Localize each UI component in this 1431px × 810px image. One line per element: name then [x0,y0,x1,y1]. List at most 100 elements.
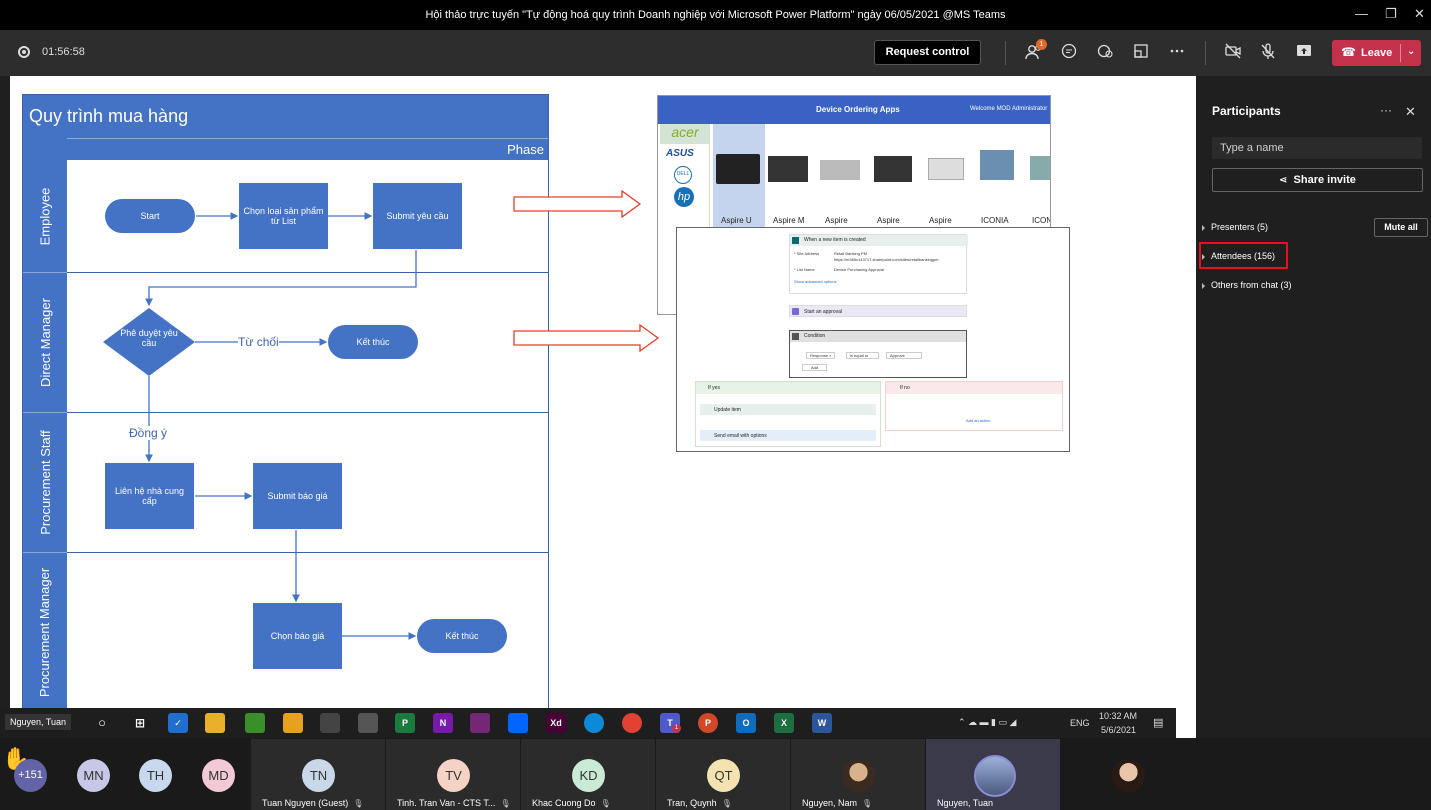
participant-tile[interactable]: QT Tran, Quynh🎙 [656,739,790,810]
participant-search-input[interactable]: Type a name [1212,137,1422,159]
if-yes-branch: If yes Update item Send email with optio… [695,381,881,447]
meeting-timer: 01:56:58 [42,46,85,58]
product-label[interactable]: Aspire [825,216,848,225]
chevron-down-icon[interactable]: ⌄ [1407,46,1416,57]
shared-screen: Quy trình mua hàng Phase Employee Direct… [10,76,1196,738]
participant-tile[interactable]: TN Tuan Nguyen (Guest)🎙 [251,739,385,810]
more-actions-button[interactable] [1166,42,1188,64]
participants-panel: Participants ··· ✕ Type a name ⋖Share in… [1196,76,1431,738]
todo-app-icon[interactable]: ✓ [168,713,188,733]
edge-icon[interactable] [584,713,604,733]
clock-time[interactable]: 10:32 AM [1099,711,1138,721]
excel-icon[interactable]: X [774,713,794,733]
reactions-button[interactable] [1094,42,1116,64]
chat-button[interactable] [1058,42,1080,64]
brand-hp[interactable]: hp [674,187,694,207]
share-icon: ⋖ [1279,175,1288,186]
xd-icon[interactable]: Xd [546,713,566,733]
product-label[interactable]: Aspire M [773,216,805,225]
flow-connectors [103,212,417,640]
teams-badge: 1 [672,724,681,733]
chrome-icon[interactable] [622,713,642,733]
participant-name: Tran, Quynh🎙 [667,798,732,808]
project-icon[interactable]: P [395,713,415,733]
brand-acer[interactable]: acer [660,124,710,144]
participant-tile-active[interactable]: Nguyen, Tuan [926,739,1060,810]
breakout-rooms-icon [1134,44,1148,58]
avatar-photo[interactable] [1112,759,1145,792]
leave-button[interactable]: ☎ Leave ⌄ [1332,40,1421,66]
group-attendees[interactable]: Attendees (156) [1202,251,1275,261]
product-label[interactable]: ICONIA [981,216,1009,225]
onenote-icon[interactable]: N [433,713,453,733]
red-arrow-1 [513,189,642,219]
task-view-icon[interactable]: ⊞ [134,716,146,730]
share-invite-button[interactable]: ⋖Share invite [1212,168,1423,192]
brand-dell[interactable]: DELL [674,166,692,184]
product-label[interactable]: ICON [1032,216,1051,225]
product-label[interactable]: Aspire [877,216,900,225]
toolbar-divider [1005,41,1006,65]
participant-name: Nguyen, Nam🎙 [802,798,873,808]
notifications-icon[interactable]: ▤ [1153,717,1164,729]
word-icon[interactable]: W [812,713,832,733]
title-bar: Hội thảo trực tuyến "Tự động hoá quy trì… [0,0,1431,30]
group-others-from-chat[interactable]: Others from chat (3) [1202,280,1292,290]
mic-button[interactable] [1257,42,1279,64]
search-icon[interactable]: ○ [98,715,106,730]
participant-tile[interactable]: Nguyen, Nam🎙 [791,739,925,810]
powerpoint-icon[interactable]: P [698,713,718,733]
powerbi-icon[interactable] [283,713,303,733]
power-automate-icon[interactable] [508,713,528,733]
panel-title: Participants [1212,104,1281,118]
camera-button[interactable] [1222,42,1244,64]
video-gallery: ✋ +151 MN TH MD TN Tuan Nguyen (Guest)🎙 … [0,738,1431,810]
phase-header: Phase [67,138,548,160]
avatar[interactable]: MN [77,759,110,792]
app-icon[interactable] [245,713,265,733]
app-icon[interactable] [320,713,340,733]
caret-right-icon [1202,253,1205,260]
share-screen-icon [1297,45,1311,56]
system-tray-icons[interactable]: ⌃ ☁ ▬ ▮ ▭ ◢ [958,717,1017,727]
rooms-button[interactable] [1130,42,1152,64]
avatar: TN [302,759,335,792]
more-participants-avatar[interactable]: +151 [14,759,47,792]
mute-all-button[interactable]: Mute all [1374,218,1428,237]
brand-asus[interactable]: ASUS [666,148,694,159]
participants-button[interactable]: 1 [1023,39,1047,64]
more-icon[interactable]: ··· [1380,103,1392,117]
avatar[interactable]: MD [202,759,235,792]
powerapps-icon[interactable] [470,713,490,733]
camera-off-icon [1225,43,1241,59]
clock-date[interactable]: 5/6/2021 [1101,725,1137,735]
participant-tile[interactable]: KD Khac Cuong Do🎙 [521,739,655,810]
product-label[interactable]: Aspire [929,216,952,225]
participant-tile[interactable]: TV Tinh. Tran Van - CTS T...🎙 [386,739,520,810]
language-indicator[interactable]: ENG [1070,718,1090,728]
approval-icon [792,308,799,315]
close-icon[interactable]: ✕ [1405,104,1416,119]
file-explorer-icon[interactable] [205,713,225,733]
mic-off-icon: 🎙 [600,799,611,808]
more-icon [1170,49,1184,53]
avatar[interactable]: TH [139,759,172,792]
product-label[interactable]: Aspire U [721,216,752,225]
leave-label: Leave [1361,47,1393,59]
share-tray-button[interactable] [1293,42,1315,64]
request-control-button[interactable]: Request control [874,40,981,65]
product-image [820,160,860,180]
flow-trigger-title: When a new item is created [804,237,866,243]
node-end-1: Kết thúc [328,325,418,359]
outlook-icon[interactable]: O [736,713,756,733]
app-icon[interactable] [358,713,378,733]
close-window-button[interactable]: ✕ [1414,6,1425,21]
recording-icon [18,46,30,58]
group-presenters[interactable]: Presenters (5) [1202,222,1268,232]
minimize-button[interactable]: — [1355,6,1368,21]
mic-off-icon [1261,43,1275,59]
window-title: Hội thảo trực tuyến "Tự động hoá quy trì… [425,9,1006,21]
node-contact-supplier: Liên hệ nhà cung cấp [105,463,194,529]
maximize-button[interactable]: ❐ [1385,6,1397,21]
diagram-title: Quy trình mua hàng [23,95,548,138]
